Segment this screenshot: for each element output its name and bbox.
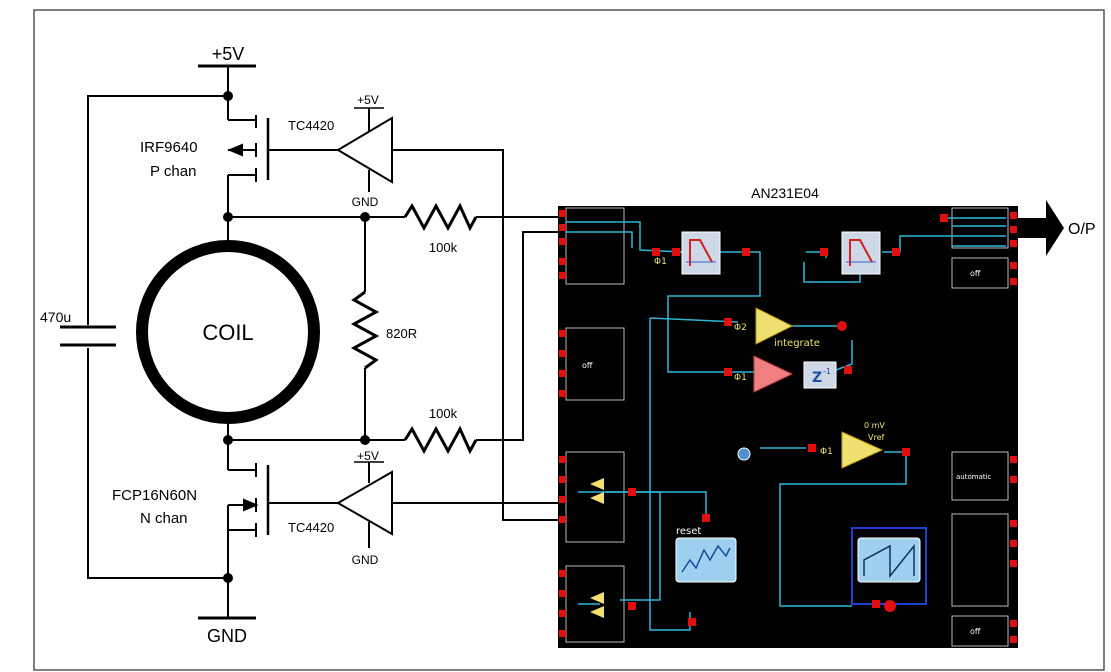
- driver-top-gnd: GND: [352, 195, 379, 209]
- nmos-type: N chan: [140, 510, 188, 527]
- io-cell-automatic: automatic: [956, 473, 992, 481]
- resistor-top: [403, 202, 478, 232]
- output-label: O/P: [1068, 221, 1096, 238]
- driver-bottom-vplus: +5V: [357, 449, 379, 463]
- fpaa-chip: [558, 206, 1018, 648]
- sense-wires: [227, 216, 561, 441]
- diagram-frame: [33, 9, 1105, 671]
- resistor-top-value: 100k: [429, 240, 458, 255]
- gnd-label: GND: [207, 626, 247, 646]
- reset-waveform-display[interactable]: [675, 537, 737, 583]
- pmos-type: P chan: [150, 163, 196, 180]
- input-buffers: [590, 478, 604, 618]
- driver-top: [336, 107, 393, 192]
- resistor-mid-value: 820R: [386, 326, 417, 341]
- vref-value: 0 mV: [864, 421, 885, 430]
- capacitor-470u: [60, 325, 116, 347]
- driver-bottom-part: TC4420: [288, 520, 334, 535]
- vref-label: Vref: [868, 433, 885, 442]
- delay-z: Z: [812, 370, 822, 386]
- pmos-part: IRF9640: [140, 139, 198, 156]
- reset-label: reset: [676, 526, 701, 537]
- coil-label: COIL: [202, 320, 253, 345]
- resistor-bottom-value: 100k: [429, 406, 458, 421]
- driver-input-wires: [392, 149, 565, 521]
- capacitor-value: 470u: [40, 309, 71, 325]
- lowpass-filter-1[interactable]: [681, 231, 721, 275]
- pmos-transistor: [227, 115, 338, 182]
- fpaa-pins: [559, 210, 1017, 643]
- driver-bottom-gnd: GND: [352, 553, 379, 567]
- phi1-label-integrator: Φ1: [734, 373, 747, 383]
- lowpass-filter-2[interactable]: [841, 231, 881, 275]
- driver-top-part: TC4420: [288, 118, 334, 133]
- vplus-label: +5V: [212, 44, 245, 64]
- fpaa-name: AN231E04: [751, 185, 819, 201]
- io-cell-off-2: off: [970, 269, 981, 278]
- resistor-mid: [350, 290, 380, 370]
- resistor-bottom: [403, 425, 478, 455]
- phi1-label-filter: Φ1: [654, 257, 667, 267]
- vref-comparator[interactable]: [841, 431, 884, 469]
- io-cell-off-1: off: [582, 361, 593, 370]
- delay-block[interactable]: [803, 361, 837, 389]
- integrator-block[interactable]: [753, 355, 794, 393]
- nmos-transistor: [227, 463, 338, 537]
- phi2-label: Φ2: [734, 323, 747, 333]
- driver-top-vplus: +5V: [357, 93, 379, 107]
- internal-nodes: [628, 214, 948, 626]
- delay-exponent: -1: [823, 367, 831, 376]
- io-cell-off-3: off: [970, 627, 981, 636]
- driver-bottom: [335, 461, 393, 548]
- phi1-label-vref: Φ1: [820, 447, 833, 457]
- integrate-label: integrate: [774, 338, 820, 349]
- output-arrow: [1018, 200, 1064, 256]
- junction-dots: [223, 91, 370, 583]
- comparator-opamp[interactable]: [755, 307, 794, 345]
- nmos-part: FCP16N60N: [112, 487, 197, 504]
- voltage-source-icon: [737, 447, 751, 461]
